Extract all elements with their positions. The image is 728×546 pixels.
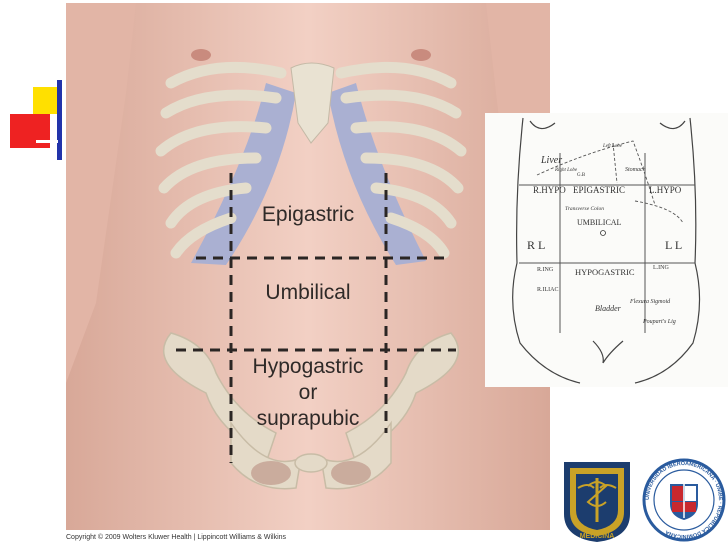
- sketch-label-transverse-colon: Transverse Colon: [565, 206, 604, 212]
- sketch-label-right-lobe: Right Lobe: [554, 168, 578, 173]
- sketch-label-umbilical: UMBILICAL: [577, 218, 622, 227]
- sketch-label-stomach: Stomach: [625, 167, 646, 173]
- region-grid: [176, 173, 456, 463]
- sketch-label-ll: L L: [665, 238, 682, 252]
- medicina-logo: MEDICINA: [564, 462, 630, 542]
- accent-blue-bar: [57, 80, 62, 160]
- sternum: [290, 62, 335, 144]
- sketch-label-gb: G.B: [577, 173, 586, 178]
- sketch-label-hypogastric: HYPOGASTRIC: [575, 267, 635, 277]
- sketch-label-flexura-sigmoid: Flexura Sigmoid: [629, 299, 671, 305]
- abdomen-sketch-diagram: Liver Right Lobe Left Lobe Stomach G.B R…: [485, 113, 728, 387]
- sketch-label-liver: Liver: [540, 155, 562, 166]
- label-or: or: [299, 381, 318, 404]
- sketch-label-left-lobe: Left Lobe: [602, 144, 623, 149]
- sketch-label-r-iliac: R.ILIAC: [537, 287, 559, 293]
- label-hypogastric: Hypogastric: [253, 355, 364, 378]
- sketch-label-pouparts-lig: Poupart's Lig: [642, 319, 676, 325]
- label-umbilical: Umbilical: [265, 281, 350, 304]
- left-ribs: [335, 61, 467, 259]
- sketch-label-bladder: Bladder: [595, 304, 622, 313]
- abdomen-regions-illustration: Epigastric Umbilical Hypogastric or supr…: [66, 3, 550, 530]
- label-epigastric: Epigastric: [262, 203, 354, 226]
- university-seal-logo: UNIVERSIDAD IBEROAMERICANA · UNIBE · REP…: [642, 458, 726, 542]
- accent-white-line: [36, 140, 58, 143]
- sketch-label-r-hypo: R.HYPO: [533, 185, 566, 195]
- medicina-logo-text: MEDICINA: [580, 533, 615, 540]
- label-suprapubic: suprapubic: [257, 407, 360, 430]
- accent-yellow-square: [33, 87, 60, 114]
- sketch-label-l-hypo: L.HYPO: [649, 185, 682, 195]
- right-nipple: [191, 49, 211, 61]
- sketch-label-l-ing: L.ING: [653, 265, 669, 271]
- left-nipple: [411, 49, 431, 61]
- sketch-label-r-ing: R.ING: [537, 267, 554, 273]
- right-arm: [66, 3, 136, 383]
- sketch-label-epigastric: EPIGASTRIC: [573, 185, 625, 195]
- copyright-note: Copyright © 2009 Wolters Kluwer Health |…: [66, 534, 287, 541]
- sketch-label-rl: R L: [527, 238, 545, 252]
- right-ribs: [155, 61, 287, 259]
